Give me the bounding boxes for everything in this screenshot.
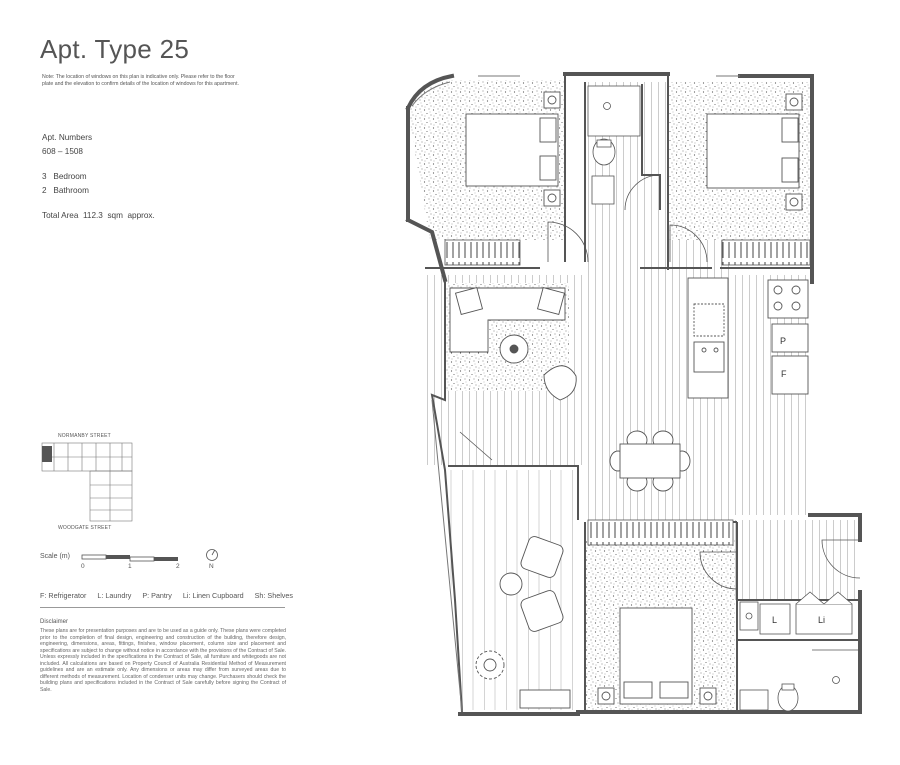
- legend-item: F: Refrigerator: [40, 591, 87, 600]
- bedroom-count-label: Bedroom: [53, 172, 87, 181]
- pantry-label: P: [780, 336, 786, 346]
- bed-bedroom-1: [465, 91, 561, 207]
- dining-table: [609, 430, 691, 492]
- apt-numbers-label: Apt. Numbers: [42, 133, 93, 142]
- balcony-door[interactable]: [459, 431, 493, 461]
- pantry[interactable]: [771, 323, 809, 353]
- bedroom-1-door[interactable]: [547, 221, 589, 263]
- keymap-highlight: [42, 446, 52, 462]
- scale-tick-1: 1: [128, 563, 132, 570]
- bed-bedroom-3: [597, 607, 717, 705]
- bedroom-2-door[interactable]: [669, 224, 708, 263]
- keymap-diagram: [41, 442, 133, 522]
- laundry-label: L: [772, 615, 777, 625]
- scale-bar: [81, 554, 178, 562]
- keymap-bottom-street: WOODGATE STREET: [58, 525, 112, 531]
- legend-item: L: Laundry: [97, 591, 132, 600]
- total-area-suffix: approx.: [127, 211, 155, 220]
- bedroom-count: 3 Bedroom: [42, 172, 87, 181]
- total-area: Total Area 112.3 sqm approx.: [42, 211, 155, 220]
- total-area-label: Total Area: [42, 211, 79, 220]
- kitchen: [687, 277, 809, 399]
- legend-item: Sh: Shelves: [254, 591, 293, 600]
- scale-tick-2: 2: [176, 563, 180, 570]
- disclaimer-title: Disclaimer: [40, 619, 69, 625]
- linen-cupboard[interactable]: [795, 603, 853, 635]
- entry-floor: [735, 520, 860, 600]
- north-arrow-icon: [206, 549, 218, 561]
- bathroom-count-label: Bathroom: [53, 186, 89, 195]
- bedroom-3-door[interactable]: [699, 551, 738, 590]
- north-label: N: [209, 563, 214, 570]
- wardrobe-bedroom-1: [444, 239, 521, 266]
- entry-door[interactable]: [821, 539, 861, 579]
- armchair: [543, 365, 577, 401]
- total-area-value: 112.3: [82, 211, 103, 220]
- disclaimer-text: These plans are for presentation purpose…: [40, 628, 286, 693]
- legend-item: Li: Linen Cupboard: [182, 591, 244, 600]
- keymap-top-street: NORMANBY STREET: [58, 433, 111, 439]
- bathroom-1-door[interactable]: [624, 174, 661, 211]
- bathroom-count: 2 Bathroom: [42, 186, 89, 195]
- fridge: [771, 355, 809, 395]
- laundry[interactable]: [759, 603, 791, 635]
- balcony-furniture: [475, 536, 571, 709]
- bathroom-1: [587, 85, 641, 205]
- wardrobe-bedroom-2: [721, 239, 811, 266]
- bathroom-count-number: 2: [42, 186, 47, 195]
- legend-item: P: Pantry: [142, 591, 172, 600]
- wardrobe-bedroom-3: [587, 519, 734, 546]
- apt-numbers-value: 608 – 1508: [42, 147, 83, 156]
- fridge-label: F: [781, 369, 787, 379]
- scale-label: Scale (m): [40, 553, 70, 560]
- total-area-unit: sqm: [107, 211, 123, 220]
- bed-bedroom-2: [706, 93, 803, 211]
- divider: [40, 607, 285, 608]
- window-note: Note: The location of windows on this pl…: [42, 74, 239, 87]
- page-title: Apt. Type 25: [40, 34, 190, 64]
- linen-label: Li: [818, 615, 825, 625]
- scale-tick-0: 0: [81, 563, 85, 570]
- legend: F: Refrigerator L: Laundry P: Pantry Li:…: [40, 591, 302, 600]
- bedroom-count-number: 3: [42, 172, 47, 181]
- window-glazing: [431, 399, 463, 713]
- bathroom-2: [739, 649, 860, 712]
